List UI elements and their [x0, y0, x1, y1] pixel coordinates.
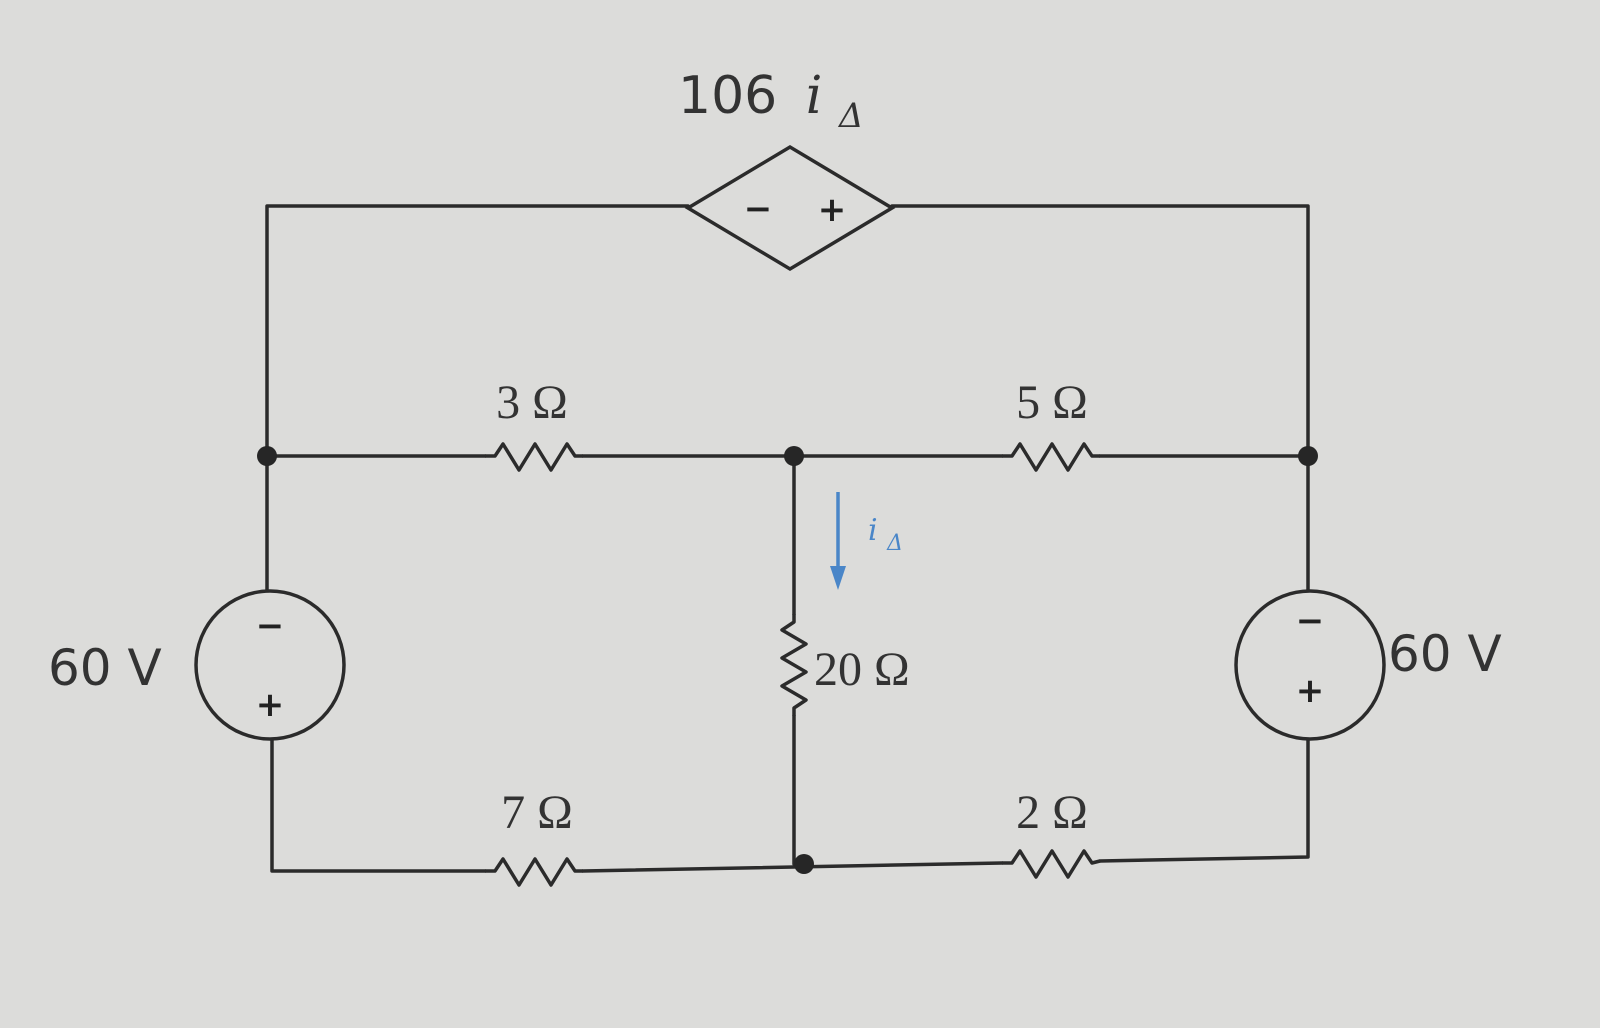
label-7-ohm: 7 Ω — [501, 786, 573, 839]
resistor-7-ohm — [485, 857, 583, 887]
label-2-ohm: 2 Ω — [1016, 786, 1088, 839]
resistor-3-ohm — [485, 442, 583, 472]
resistor-labels: 3 Ω 5 Ω 20 Ω 7 Ω 2 Ω — [496, 376, 1088, 839]
right-voltage-source: − + 60 V — [1234, 589, 1502, 741]
dependent-source-plus: + — [818, 190, 847, 230]
node-right — [1298, 446, 1318, 466]
right-source-minus: − — [1296, 601, 1325, 641]
right-source-label: 60 V — [1388, 625, 1502, 683]
label-20-ohm: 20 Ω — [814, 643, 910, 696]
left-source-label: 60 V — [48, 639, 162, 697]
dependent-source-variable: i — [806, 66, 823, 126]
wires — [265, 204, 1310, 873]
wire-right-lower — [1098, 738, 1310, 863]
current-label: i Δ — [868, 513, 903, 556]
left-source-circle-icon — [194, 589, 346, 741]
label-3-ohm: 3 Ω — [496, 376, 568, 429]
left-source-plus: + — [256, 685, 285, 725]
current-indicator: i Δ — [830, 492, 903, 590]
wire-top-right — [890, 204, 1310, 458]
diamond-source-icon — [684, 144, 896, 272]
left-source-minus: − — [256, 606, 285, 646]
wire-bottom-rail — [581, 861, 1004, 873]
left-voltage-source: − + 60 V — [48, 589, 346, 741]
right-source-circle-icon — [1234, 589, 1386, 741]
wire-left-lower — [270, 738, 487, 873]
current-subscript: Δ — [886, 531, 903, 556]
dependent-voltage-source: − + 106 i Δ — [678, 66, 896, 272]
current-arrow-head-icon — [830, 566, 846, 590]
right-source-plus: + — [1296, 671, 1325, 711]
resistors — [485, 442, 1101, 887]
nodes — [257, 446, 1318, 874]
label-5-ohm: 5 Ω — [1016, 376, 1088, 429]
node-center-bottom — [794, 854, 814, 874]
dependent-source-minus: − — [744, 189, 773, 229]
wire-top-left — [265, 204, 690, 458]
resistor-2-ohm — [1002, 849, 1101, 879]
dependent-source-label: 106 i Δ — [678, 66, 864, 136]
node-center-top — [784, 446, 804, 466]
resistor-5-ohm — [1002, 442, 1100, 472]
current-symbol: i — [868, 513, 878, 548]
dependent-source-subscript: Δ — [837, 96, 864, 136]
resistor-20-ohm — [780, 614, 808, 716]
node-left — [257, 446, 277, 466]
dependent-source-coefficient: 106 — [678, 66, 777, 126]
